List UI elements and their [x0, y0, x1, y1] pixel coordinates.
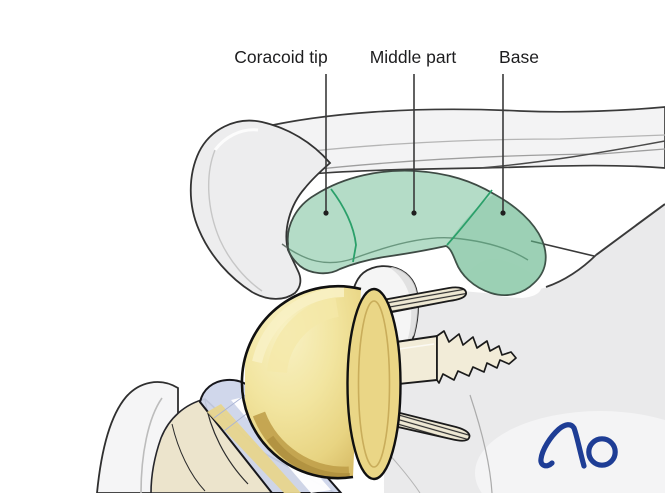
ao-logo-letter-a — [538, 422, 587, 469]
label-middle-part: Middle part — [370, 47, 457, 67]
leader-dot-tip — [323, 210, 329, 216]
ao-logo: AO — [538, 422, 618, 469]
ao-logo-letter-o — [586, 436, 618, 468]
clavicle-bone — [243, 106, 665, 176]
label-coracoid-tip: Coracoid tip — [234, 47, 327, 67]
inferior-locking-screw — [379, 408, 471, 442]
superior-locking-screw — [376, 286, 467, 316]
acromion-bone — [189, 119, 332, 300]
highlight-base-shade — [446, 194, 546, 296]
coracoid-highlight-region — [286, 169, 547, 296]
label-base: Base — [499, 47, 539, 67]
leader-dot-base — [500, 210, 506, 216]
divider-tip-middle — [330, 188, 357, 263]
leader-lines — [325, 74, 504, 211]
leader-dots — [323, 210, 506, 216]
leader-dot-middle — [411, 210, 417, 216]
divider-middle-base — [446, 189, 493, 246]
